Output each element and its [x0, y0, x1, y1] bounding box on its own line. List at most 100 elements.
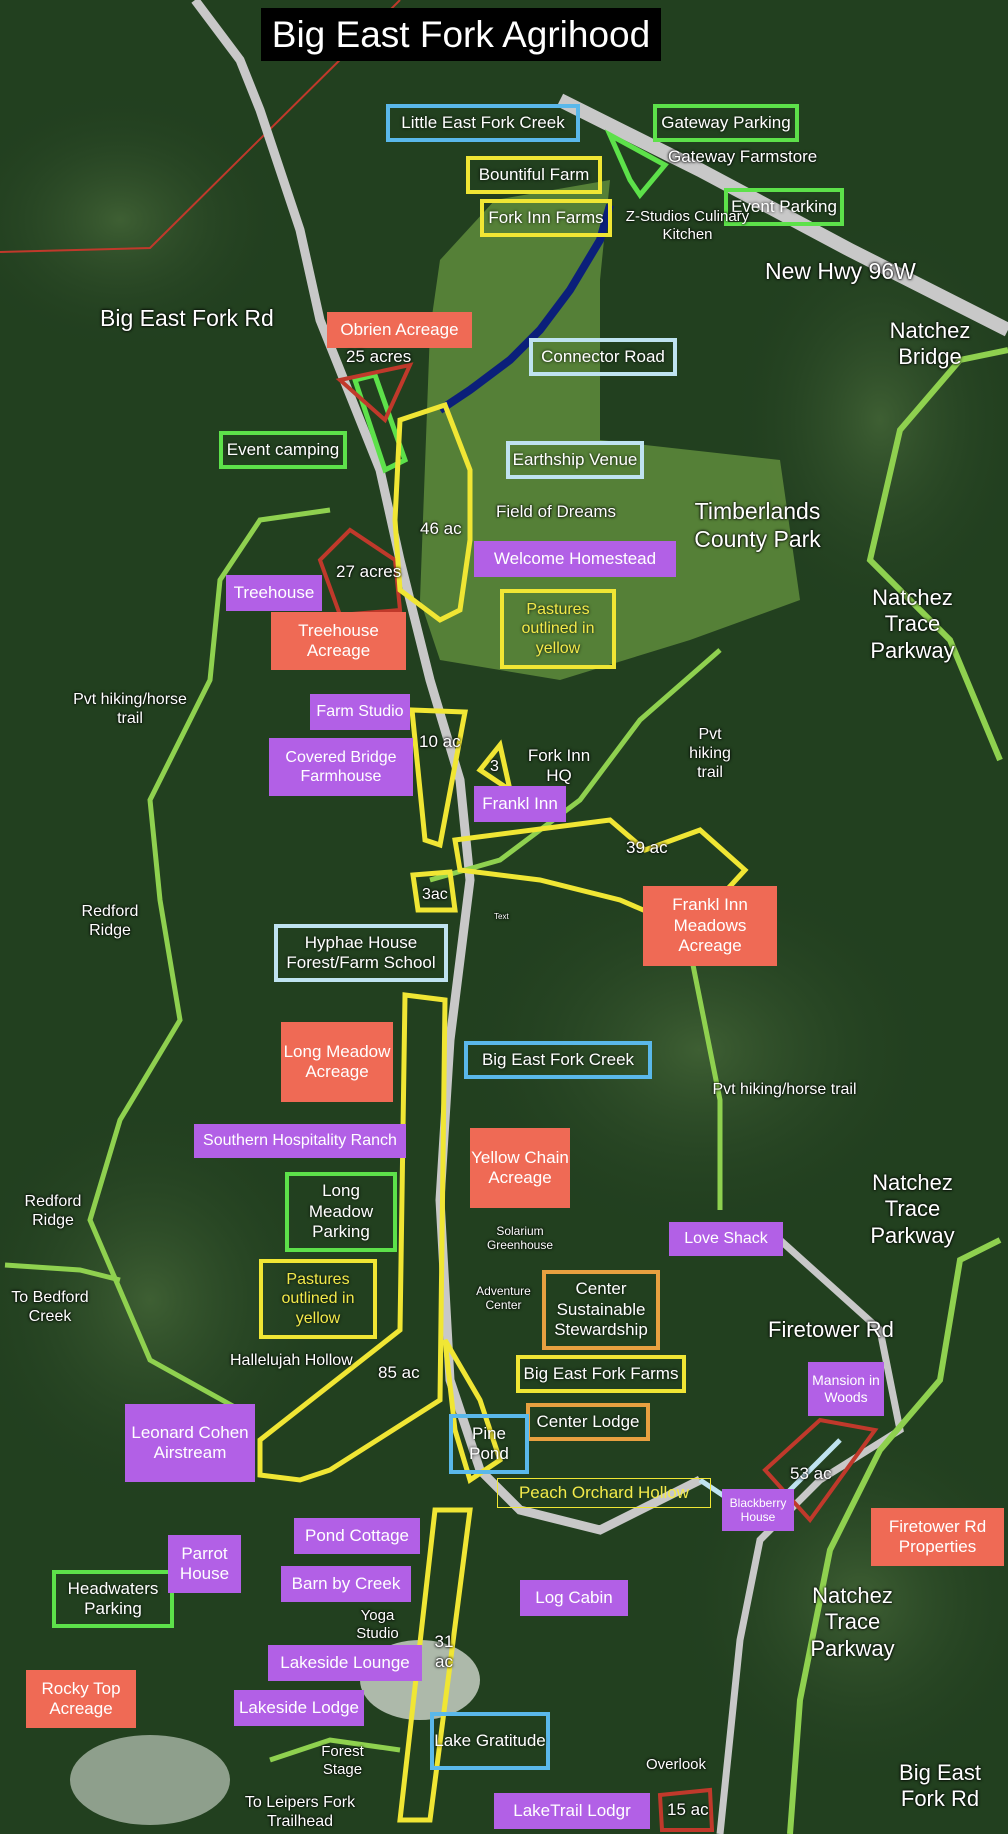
trail-label-right: Pvt hiking/horse trail — [712, 1081, 857, 1098]
gateway-farmstore-label: Gateway Farmstore — [668, 147, 818, 166]
acreage-46: 46 ac — [420, 519, 462, 538]
peach-orchard-label: Peach Orchard Hollow — [497, 1478, 711, 1508]
lakeside-lounge-label: Lakeside Lounge — [268, 1645, 422, 1681]
acreage-25: 25 acres — [346, 347, 412, 366]
mansion-in-woods-label: Mansion in Woods — [808, 1362, 884, 1416]
acreage-31: 31 ac — [434, 1632, 454, 1672]
road-label-big-east-fork-top: Big East Fork Rd — [100, 305, 274, 331]
bountiful-farm-label: Bountiful Farm — [466, 156, 602, 194]
fork-inn-hq-label: Fork Inn HQ — [527, 746, 591, 786]
pasture-3b — [410, 869, 458, 913]
trail-label-left: Pvt hiking/horse trail — [73, 691, 187, 728]
gateway-parking-label: Gateway Parking — [653, 104, 799, 142]
big-east-fork-creek-label: Big East Fork Creek — [464, 1041, 652, 1079]
acreage-85: 85 ac — [378, 1363, 420, 1382]
redford-ridge-1: Redford Ridge — [81, 903, 139, 940]
natchez-parkway-lower — [787, 1237, 1002, 1834]
hallelujah-hollow-label: Hallelujah Hollow — [230, 1352, 353, 1369]
z-studios-label: Z-Studios Culinary Kitchen — [625, 208, 750, 243]
long-meadow-parking-label: Long Meadow Parking — [285, 1172, 397, 1252]
event-camping-label: Event camping — [219, 431, 347, 469]
firetower-road — [716, 1237, 904, 1834]
road-label-big-east-fork-bottom: Big East Fork Rd — [899, 1760, 981, 1812]
yoga-studio-label: Yoga Studio — [356, 1607, 399, 1642]
overlook-label: Overlook — [646, 1756, 707, 1773]
parrot-house-label: Parrot House — [168, 1535, 241, 1593]
acreage-27: 27 acres — [336, 562, 402, 581]
covered-bridge-farmhouse-label: Covered Bridge Farmhouse — [269, 738, 413, 796]
natchez-parkway-upper — [866, 347, 1008, 762]
rocky-top-acreage-label: Rocky Top Acreage — [26, 1670, 136, 1728]
leonard-cohen-airstream-label: Leonard Cohen Airstream — [125, 1404, 255, 1482]
pastures-label-2: Pastures outlined in yellow — [259, 1259, 377, 1339]
farm-studio-label: Farm Studio — [310, 694, 410, 730]
center-sustainable-label: Center Sustainable Stewardship — [542, 1270, 660, 1350]
yellow-chain-acreage-label: Yellow Chain Acreage — [470, 1128, 570, 1208]
road-label-firetower: Firetower Rd — [768, 1317, 894, 1342]
pasture-3 — [476, 739, 514, 796]
treehouse-label: Treehouse — [226, 575, 322, 611]
connector-road-line — [437, 203, 614, 414]
solarium-label: Solarium Greenhouse — [486, 1224, 554, 1253]
trail-label-center: Pvt hiking trail — [689, 726, 731, 782]
pastures-label-1: Pastures outlined in yellow — [500, 589, 616, 669]
fork-inn-farms-label: Fork Inn Farms — [480, 199, 612, 237]
acreage-3b: 3ac — [422, 886, 448, 903]
trail-left — [87, 507, 331, 1413]
acreage-10: 10 ac — [419, 732, 461, 751]
long-meadow-acreage-label: Long Meadow Acreage — [281, 1022, 393, 1102]
love-shack-label: Love Shack — [669, 1222, 783, 1256]
blackberry-house-label: Blackberry House — [722, 1489, 794, 1531]
event-camping-outline — [351, 372, 409, 474]
connector-road-label: Connector Road — [529, 338, 677, 376]
natchez-parkway-label-3: Natchez Trace Parkway — [810, 1583, 895, 1661]
fire-parcel — [762, 1417, 879, 1524]
pasture-85 — [257, 992, 448, 1483]
obrien-parcel — [335, 362, 414, 424]
timberlands-label: Timberlands County Park — [694, 498, 821, 552]
event-parking-label: Event Parking — [724, 188, 844, 226]
acreage-39: 39 ac — [626, 838, 668, 857]
frankl-inn-label: Frankl Inn — [474, 786, 566, 822]
log-cabin-label: Log Cabin — [520, 1580, 628, 1616]
trail-leipers — [269, 1737, 401, 1763]
page-title: Big East Fork Agrihood — [261, 8, 661, 61]
natchez-parkway-label-2: Natchez Trace Parkway — [870, 1170, 955, 1248]
little-east-fork-creek-label: Little East Fork Creek — [386, 104, 580, 142]
redford-ridge-2: Redford Ridge — [24, 1193, 82, 1230]
trail-center — [429, 648, 722, 883]
acreage-15: 15 ac — [667, 1800, 709, 1819]
cloud — [70, 1735, 230, 1825]
to-bedford-creek: To Bedford Creek — [11, 1289, 89, 1326]
lake-gratitude-label: Lake Gratitude — [430, 1712, 550, 1770]
center-lodge-label: Center Lodge — [526, 1403, 650, 1441]
big-east-fork-farms-label: Big East Fork Farms — [516, 1355, 686, 1393]
headwaters-parking-label: Headwaters Parking — [52, 1570, 174, 1628]
pasture-46 — [392, 401, 473, 623]
welcome-homestead-label: Welcome Homestead — [474, 541, 676, 577]
trail-bedford — [4, 1262, 121, 1283]
gateway-parking-outline — [604, 129, 669, 200]
pasture-31 — [397, 1507, 473, 1823]
barn-by-creek-label: Barn by Creek — [281, 1566, 411, 1602]
hyphae-house-label: Hyphae House Forest/Farm School — [274, 924, 448, 982]
acreage-3: 3 — [490, 758, 499, 775]
forest-stage-label: Forest Stage — [321, 1743, 364, 1778]
firetower-rd-properties-label: Firetower Rd Properties — [871, 1508, 1004, 1566]
treehouse-acreage-label: Treehouse Acreage — [271, 612, 406, 670]
southern-hospitality-label: Southern Hospitality Ranch — [194, 1124, 406, 1158]
pasture-10 — [409, 707, 468, 849]
overlook-parcel — [657, 1787, 715, 1832]
natchez-parkway-label-1: Natchez Trace Parkway — [870, 585, 955, 663]
to-leipers: To Leipers Fork Trailhead — [244, 1794, 356, 1831]
big-east-fork-road — [191, 0, 703, 1535]
pine-pond-label: Pine Pond — [449, 1414, 529, 1474]
frankl-inn-meadows-label: Frankl Inn Meadows Acreage — [643, 886, 777, 966]
laketrail-lodgr-label: LakeTrail Lodgr — [494, 1793, 650, 1829]
road-label-new-hwy: New Hwy 96W — [765, 258, 916, 284]
new-hwy-96w — [556, 93, 1008, 337]
pond-cottage-label: Pond Cottage — [294, 1518, 420, 1554]
acreage-53: 53 ac — [790, 1464, 832, 1483]
natchez-bridge-label: Natchez Bridge — [889, 318, 971, 370]
text-marker: Text — [494, 912, 509, 921]
